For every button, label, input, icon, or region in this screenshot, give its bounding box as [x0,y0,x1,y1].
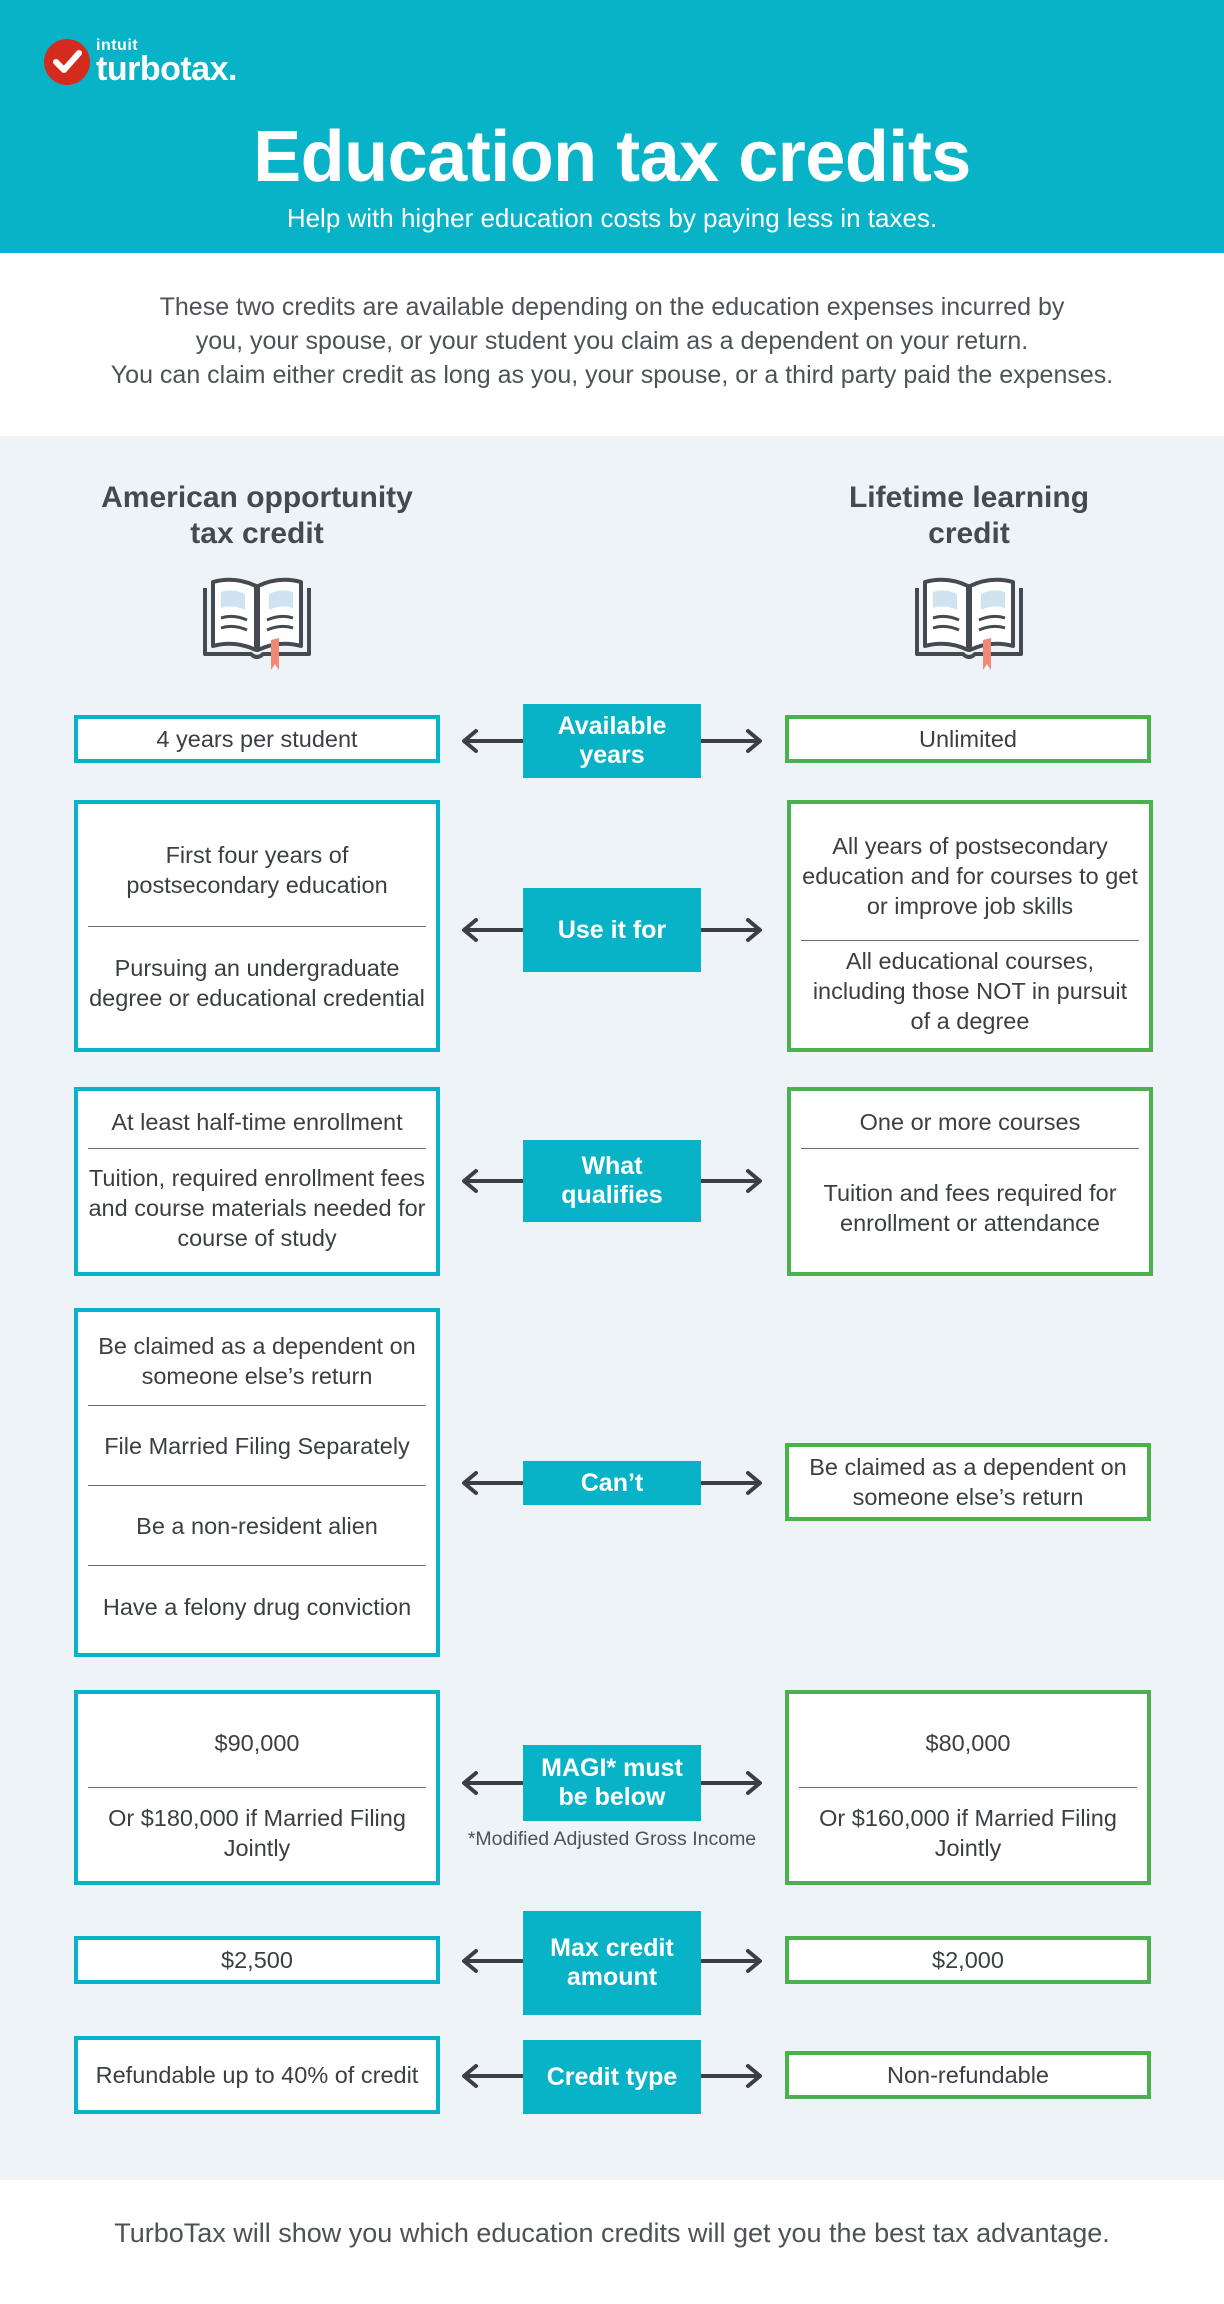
left-box-what-qualifies: At least half-time enrollment Tuition, r… [74,1087,440,1276]
right-box-what-qualifies: One or more courses Tuition and fees req… [787,1087,1153,1276]
box-text: Be a non-resident alien [136,1512,378,1539]
box-text: One or more courses [859,1109,1081,1135]
right-box-credit-type: Non-refundable [785,2051,1151,2099]
box-text: $80,000 [925,1729,1011,1756]
box-text: Unlimited [919,726,1017,752]
row-label-cant: Can’t [523,1461,701,1505]
logo-turbotax-text: turbotax. [96,50,237,88]
intro-line: You can claim either credit as long as y… [110,361,1114,389]
intro-text: These two credits are available dependin… [40,290,1184,392]
divider [88,1485,426,1486]
arrow-right-icon [701,1471,762,1495]
row-label-credit-type: Credit type [523,2040,701,2114]
column-title-lifetime-learning: Lifetime learning credit [848,481,1090,550]
footer-text: TurboTax will show you which education c… [114,2218,1110,2248]
right-box-max-credit: $2,000 [785,1936,1151,1984]
row-label-use-it-for: Use it for [523,888,701,972]
checkmark-logo-icon [44,39,90,85]
logo-intuit-text: intuit [96,37,139,54]
divider [88,1148,426,1149]
left-box-max-credit: $2,500 [74,1936,440,1984]
column-title-american-opportunity: American opportunity tax credit [101,481,413,550]
divider [88,1405,426,1406]
intro-line: you, your spouse, or your student you cl… [195,327,1029,355]
arrow-right-icon [701,2064,762,2088]
box-text: Tuition, required enrollment fees and co… [88,1165,426,1251]
book-icon [915,577,1023,670]
divider [88,925,426,927]
box-text: $90,000 [214,1729,300,1756]
page-subtitle: Help with higher education costs by payi… [286,203,938,233]
divider [801,1148,1139,1149]
box-text: Pursuing an undergraduate degree or educ… [89,954,425,1011]
right-box-cant: Be claimed as a dependent on someone els… [785,1443,1151,1521]
divider [799,1787,1137,1788]
arrow-left-icon [462,729,523,753]
box-text: Refundable up to 40% of credit [95,2062,419,2088]
box-text: Non-refundable [887,2062,1049,2088]
arrow-left-icon [462,1771,523,1795]
page-title: Education tax credits [253,117,971,197]
box-text: All educational courses, including those… [812,947,1128,1034]
divider [88,1787,426,1788]
left-box-use-it-for: First four years of postsecondary educat… [74,800,440,1052]
divider [88,1565,426,1566]
left-box-cant: Be claimed as a dependent on someone els… [74,1308,440,1657]
arrow-left-icon [462,1949,523,1973]
arrow-right-icon [701,1949,762,1973]
box-text: At least half-time enrollment [111,1109,403,1135]
book-icon [203,577,311,670]
box-text: Or $180,000 if Married Filing Jointly [108,1804,406,1861]
box-text: File Married Filing Separately [104,1432,410,1459]
box-text: $2,500 [221,1947,293,1973]
divider [801,939,1139,941]
left-box-magi: $90,000 Or $180,000 if Married Filing Jo… [74,1690,440,1885]
magi-footnote: *Modified Adjusted Gross Income [467,1828,757,1850]
right-box-available-years: Unlimited [785,715,1151,763]
box-text: Be claimed as a dependent on someone els… [98,1333,416,1389]
right-box-use-it-for: All years of postsecondary education and… [787,800,1153,1052]
box-text: Have a felony drug conviction [102,1594,412,1620]
box-text: All years of postsecondary education and… [802,832,1138,919]
arrow-left-icon [462,2064,523,2088]
arrow-left-icon [462,1169,523,1193]
arrow-right-icon [701,729,762,753]
left-box-available-years: 4 years per student [74,715,440,763]
box-text: $2,000 [932,1947,1004,1973]
header-banner: intuit turbotax. Education tax credits H… [0,0,1224,253]
arrow-left-icon [462,918,523,942]
arrow-right-icon [701,918,762,942]
left-box-credit-type: Refundable up to 40% of credit [74,2036,440,2114]
box-text: Or $160,000 if Married Filing Jointly [819,1804,1117,1861]
arrow-right-icon [701,1771,762,1795]
turbotax-logo[interactable]: intuit turbotax. [44,38,237,86]
box-text: First four years of postsecondary educat… [126,841,388,898]
box-text: Tuition and fees required for enrollment… [823,1180,1117,1236]
arrow-left-icon [462,1471,523,1495]
right-box-magi: $80,000 Or $160,000 if Married Filing Jo… [785,1690,1151,1885]
intro-line: These two credits are available dependin… [159,293,1065,321]
box-text: Be claimed as a dependent on someone els… [809,1454,1127,1510]
arrow-right-icon [701,1169,762,1193]
box-text: 4 years per student [156,726,358,752]
